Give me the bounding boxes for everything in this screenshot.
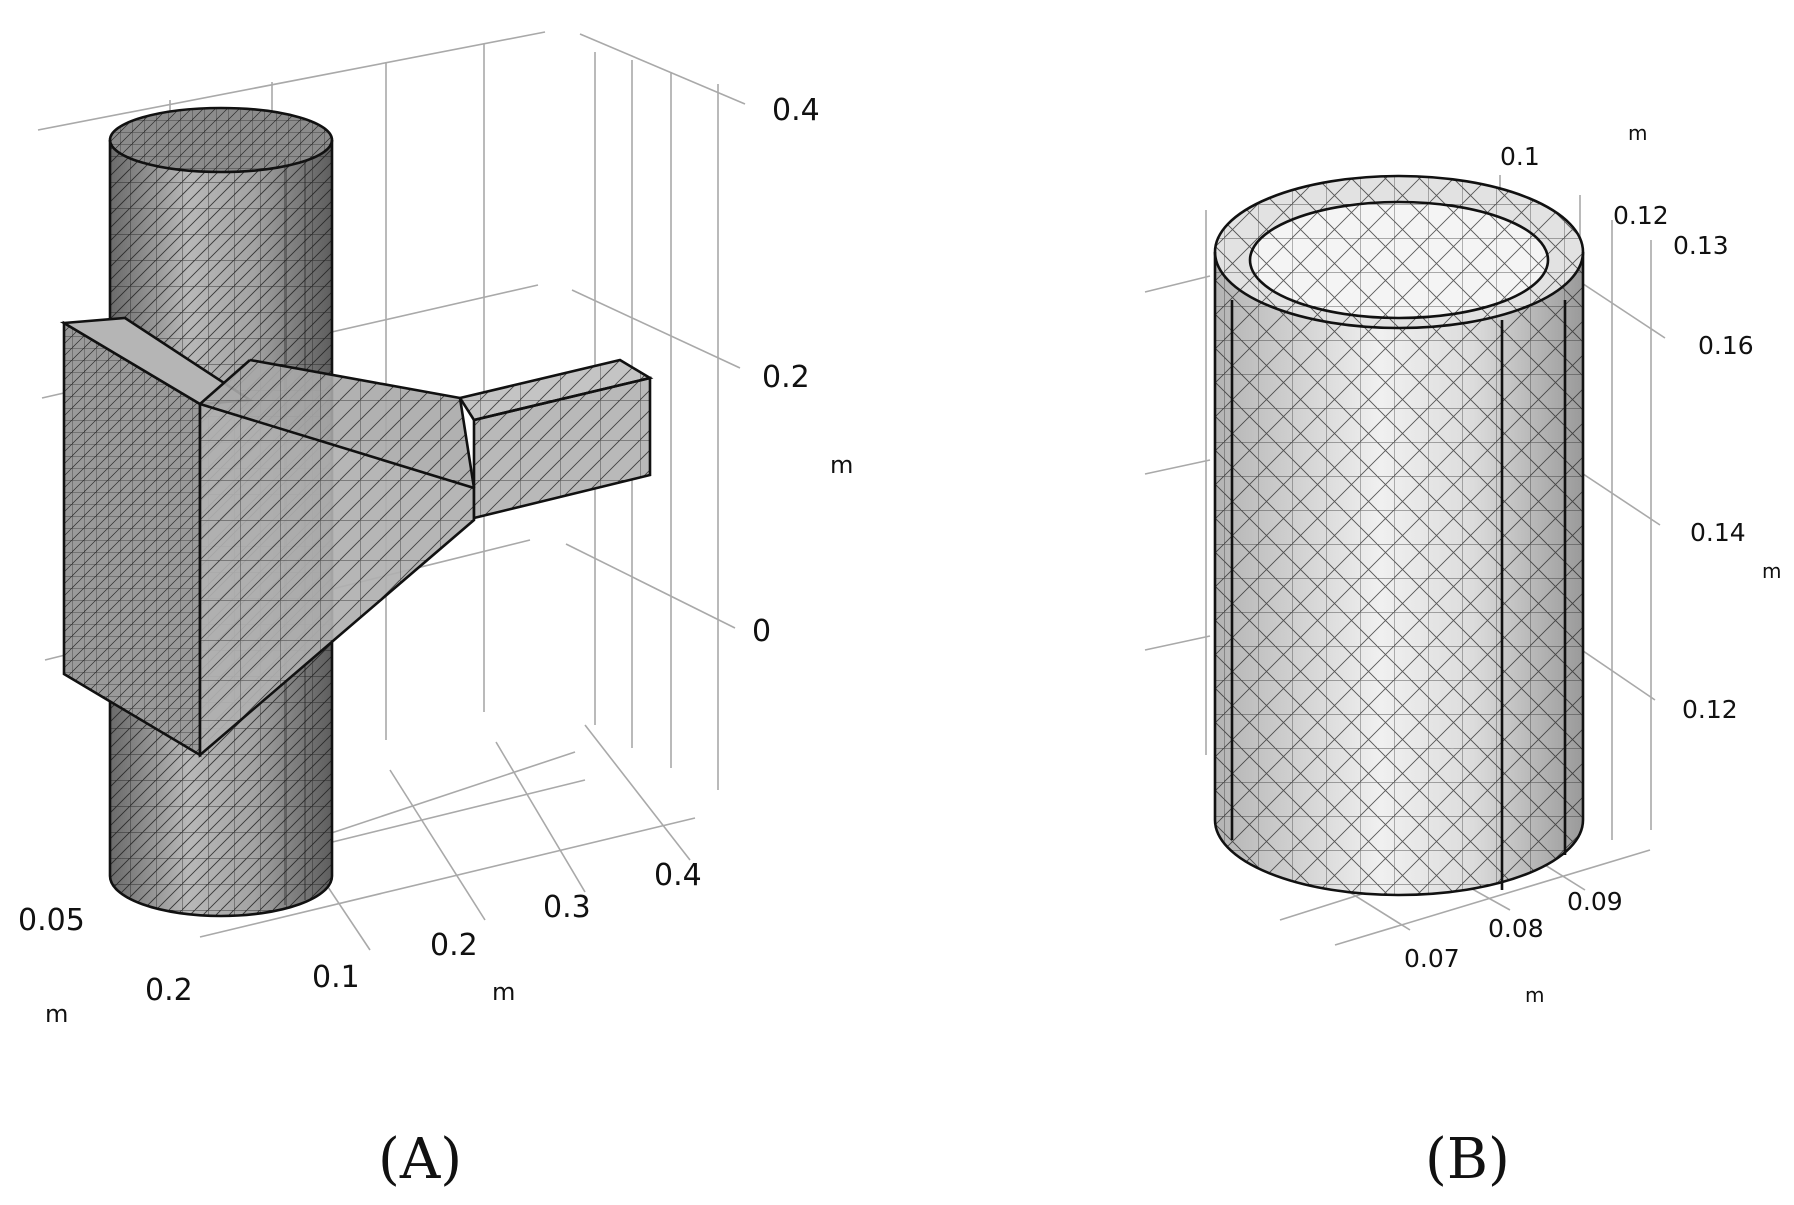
z-tick-label: 0.4 [772, 93, 820, 128]
panel-a-y-axis: 0.05 0.2 m [18, 903, 193, 1028]
x-tick-label: 0.4 [654, 858, 702, 893]
z-tick-label: 0.12 [1682, 695, 1738, 724]
waveguide-mesh [59, 316, 654, 758]
y-tick-label: 0.05 [18, 903, 85, 938]
z-axis-unit: m [1762, 559, 1781, 583]
top-tick-label: 0.13 [1673, 231, 1729, 260]
y-tick-label: 0.2 [145, 973, 193, 1008]
panel-b-x-axis: 0.07 0.08 0.09 m [1404, 887, 1623, 1007]
hollow-cylinder-mesh [1213, 174, 1585, 897]
panel-b-caption: (B) [1425, 1127, 1510, 1192]
panel-a-caption: (A) [378, 1127, 462, 1192]
x-axis-unit: m [1525, 983, 1544, 1007]
z-tick-label: 0.16 [1698, 331, 1754, 360]
top-tick-label: 0.1 [1500, 142, 1540, 171]
x-tick-label: 0.1 [312, 960, 360, 995]
panel-b-top-axis: 0.1 0.12 0.13 m [1500, 121, 1729, 260]
x-tick-label: 0.08 [1488, 914, 1544, 943]
x-axis-unit: m [492, 978, 515, 1006]
x-tick-label: 0.2 [430, 928, 478, 963]
x-tick-label: 0.09 [1567, 887, 1623, 916]
panel-b-z-axis: 0.16 0.14 0.12 m [1682, 331, 1781, 724]
panel-a-x-axis: 0.1 0.2 0.3 0.4 m [312, 858, 702, 1006]
top-axis-unit: m [1628, 121, 1647, 145]
z-tick-label: 0.14 [1690, 518, 1746, 547]
x-tick-label: 0.07 [1404, 944, 1460, 973]
top-tick-label: 0.12 [1613, 201, 1669, 230]
panel-b: 0.1 0.12 0.13 m 0.16 0.14 0.12 m 0.07 0.… [1144, 121, 1781, 1192]
x-tick-label: 0.3 [543, 890, 591, 925]
z-tick-label: 0.2 [762, 360, 810, 395]
y-axis-unit: m [45, 1000, 68, 1028]
z-axis-unit: m [830, 451, 853, 479]
panel-a-z-axis: 0.4 0.2 0 m [752, 93, 853, 649]
panel-a: 0.4 0.2 0 m 0.1 0.2 0.3 0.4 m 0.05 0.2 m… [18, 31, 853, 1192]
z-tick-label: 0 [752, 614, 771, 649]
